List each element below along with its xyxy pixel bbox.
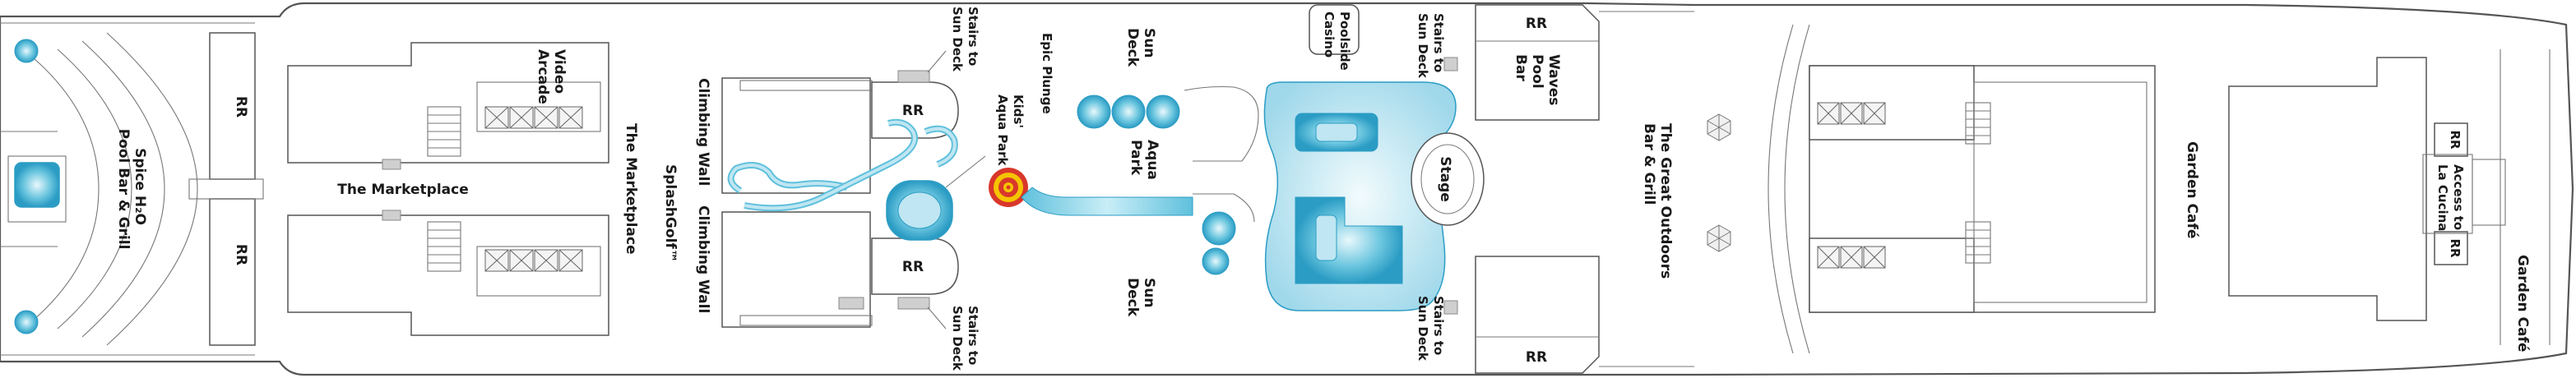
stairs-to-sun-deck-label: Stairs to Sun Deck xyxy=(1415,296,1446,362)
arcade-machines xyxy=(484,106,583,272)
spice-h2o-area xyxy=(0,32,264,346)
poolside-casino xyxy=(1309,4,1360,55)
stairs-to-sun-deck-label: Stairs to Sun Deck xyxy=(1415,13,1446,79)
stage-label: Stage xyxy=(1437,156,1453,202)
epic-plunge-label: Epic Plunge xyxy=(1040,33,1054,114)
hot-tub-icon xyxy=(1111,94,1146,129)
hot-tub-icon xyxy=(1202,247,1230,275)
rr-label: RR xyxy=(1526,349,1547,366)
rr-label: RR xyxy=(2448,238,2462,258)
stairs-to-sun-deck-label: Stairs to Sun Deck xyxy=(950,306,980,371)
sun-deck-label: Sun Deck xyxy=(1124,28,1157,67)
marketplace-vertical-label: The Marketplace xyxy=(623,123,639,255)
umbrella-icon xyxy=(1707,224,1731,252)
climbing-wall-label: Climbing Wall xyxy=(695,78,711,186)
stairs-to-sun-deck-label: Stairs to Sun Deck xyxy=(950,7,980,72)
hot-tub-icon xyxy=(1202,211,1236,246)
main-pool-area xyxy=(1263,81,1485,311)
epic-plunge-target-icon xyxy=(989,168,1028,207)
hot-tub-icon xyxy=(14,162,60,208)
marketplace-area xyxy=(287,42,609,336)
splashgolf-label: SplashGolf™ xyxy=(662,164,679,263)
waves-pool-bar-label: Waves Pool Bar xyxy=(1513,54,1562,110)
rr-label: RR xyxy=(233,244,249,265)
rr-label: RR xyxy=(2448,130,2462,150)
kids-aqua-park-area xyxy=(721,70,959,328)
garden-cafe-label: Garden Café xyxy=(2514,255,2531,352)
rr-label: RR xyxy=(902,259,924,275)
aqua-park-label: Aqua Park xyxy=(1128,140,1161,185)
stairs-icon xyxy=(1965,102,1991,145)
rr-label: RR xyxy=(902,103,924,119)
spice-h2o-label: Spice H₂O Pool Bar & Grill xyxy=(115,129,148,250)
garden-cafe-area xyxy=(1809,65,2156,313)
hot-tub-icon xyxy=(14,310,39,334)
video-arcade-label: Video Arcade xyxy=(535,49,568,104)
kids-aqua-park-label: Kids' Aqua Park xyxy=(995,94,1026,166)
rr-label: RR xyxy=(233,96,249,118)
marketplace-label: The Marketplace xyxy=(337,182,469,198)
access-la-cucina-label: Access to La Cucina xyxy=(2435,164,2466,234)
umbrella-icon xyxy=(1707,113,1731,141)
stairs-icon xyxy=(1965,221,1991,264)
hot-tub-icon xyxy=(1146,94,1180,129)
hot-tub-icon xyxy=(1077,94,1111,129)
climbing-wall-label: Climbing Wall xyxy=(695,205,711,313)
great-outdoors-label: The Great Outdoors Bar & Grill xyxy=(1641,123,1674,284)
rr-label: RR xyxy=(1526,16,1547,32)
hot-tub-icon xyxy=(14,39,39,63)
garden-cafe-label: Garden Café xyxy=(2184,141,2200,238)
sun-deck-label: Sun Deck xyxy=(1124,278,1157,317)
poolside-casino-label: Poolside Casino xyxy=(1322,12,1352,75)
